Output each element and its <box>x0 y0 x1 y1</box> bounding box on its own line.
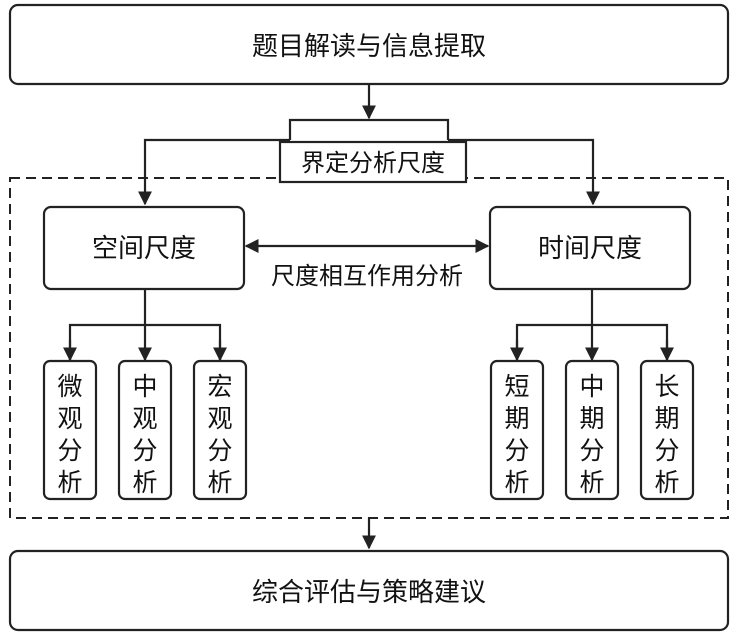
boundary-bracket <box>288 118 450 140</box>
short-term-char-3: 分 <box>504 436 529 465</box>
meso-analysis-node: 中 观 分 析 <box>117 359 173 501</box>
space-scale-label: 空间尺度 <box>92 234 196 264</box>
macro-analysis-char-4: 析 <box>207 468 232 497</box>
arrow-to-space <box>138 138 290 206</box>
bottom-box-label: 综合评估与策略建议 <box>252 578 486 608</box>
short-term-char-2: 期 <box>504 404 529 433</box>
meso-analysis-char-4: 析 <box>132 468 157 497</box>
long-term-analysis-node: 长 期 分 析 <box>639 359 695 501</box>
long-term-char-4: 析 <box>654 468 679 497</box>
short-term-char-4: 析 <box>504 468 529 497</box>
long-term-char-1: 长 <box>654 372 679 401</box>
meso-analysis-char-2: 观 <box>132 404 157 433</box>
mid-term-analysis-node: 中 期 分 析 <box>564 359 620 501</box>
long-term-char-3: 分 <box>654 436 679 465</box>
long-term-char-2: 期 <box>654 404 679 433</box>
interaction-label: 尺度相互作用分析 <box>271 262 463 290</box>
boundary-label: 界定分析尺度 <box>301 149 445 177</box>
micro-analysis-char-3: 分 <box>57 436 82 465</box>
macro-analysis-char-2: 观 <box>207 404 232 433</box>
micro-analysis-char-2: 观 <box>57 404 82 433</box>
time-scale-label: 时间尺度 <box>538 234 642 264</box>
micro-analysis-char-4: 析 <box>57 468 82 497</box>
short-term-analysis-node: 短 期 分 析 <box>489 359 545 501</box>
arrow-to-time <box>448 138 600 206</box>
macro-analysis-node: 宏 观 分 析 <box>192 359 248 501</box>
macro-analysis-char-3: 分 <box>207 436 232 465</box>
mid-term-char-1: 中 <box>579 372 604 401</box>
mid-term-char-3: 分 <box>579 436 604 465</box>
meso-analysis-char-3: 分 <box>132 436 157 465</box>
time-scale-box <box>488 205 692 291</box>
micro-analysis-node: 微 观 分 析 <box>42 359 98 501</box>
top-box-label: 题目解读与信息提取 <box>252 32 486 62</box>
macro-analysis-char-1: 宏 <box>207 372 232 401</box>
boundary-box <box>278 140 468 184</box>
meso-analysis-char-1: 中 <box>132 372 157 401</box>
bottom-box <box>8 549 730 632</box>
micro-analysis-char-1: 微 <box>57 372 82 401</box>
short-term-char-1: 短 <box>504 372 529 401</box>
mid-term-char-4: 析 <box>579 468 604 497</box>
mid-term-char-2: 期 <box>579 404 604 433</box>
